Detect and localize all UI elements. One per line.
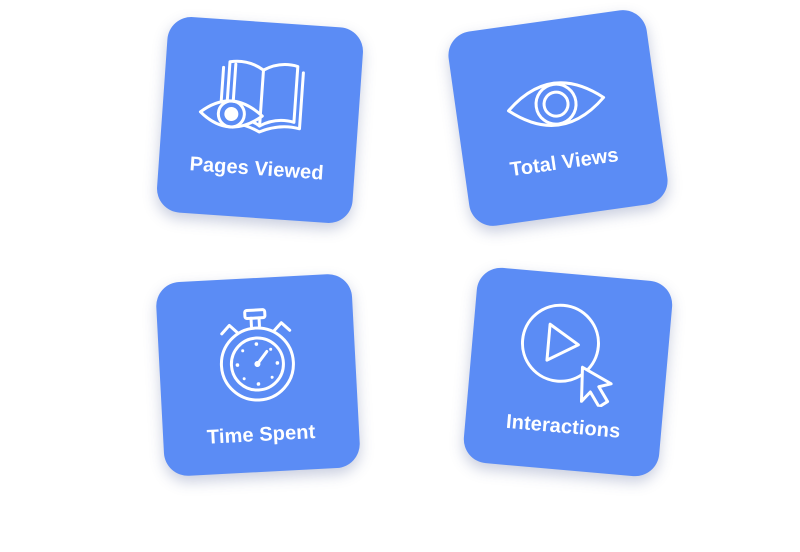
time-spent-card[interactable]: Time Spent bbox=[155, 273, 361, 477]
play-cursor-icon bbox=[520, 303, 613, 409]
pages-viewed-card[interactable]: Pages Viewed bbox=[155, 15, 365, 225]
pages-viewed-label: Pages Viewed bbox=[188, 153, 325, 185]
total-views-label: Total Views bbox=[508, 144, 620, 182]
stopwatch-icon bbox=[219, 308, 295, 402]
interactions-card[interactable]: Interactions bbox=[461, 265, 675, 479]
interactions-label: Interactions bbox=[505, 410, 622, 443]
book-eye-icon bbox=[198, 59, 305, 134]
eye-icon bbox=[507, 81, 606, 127]
total-views-card[interactable]: Total Views bbox=[445, 7, 671, 229]
time-spent-label: Time Spent bbox=[206, 421, 316, 449]
